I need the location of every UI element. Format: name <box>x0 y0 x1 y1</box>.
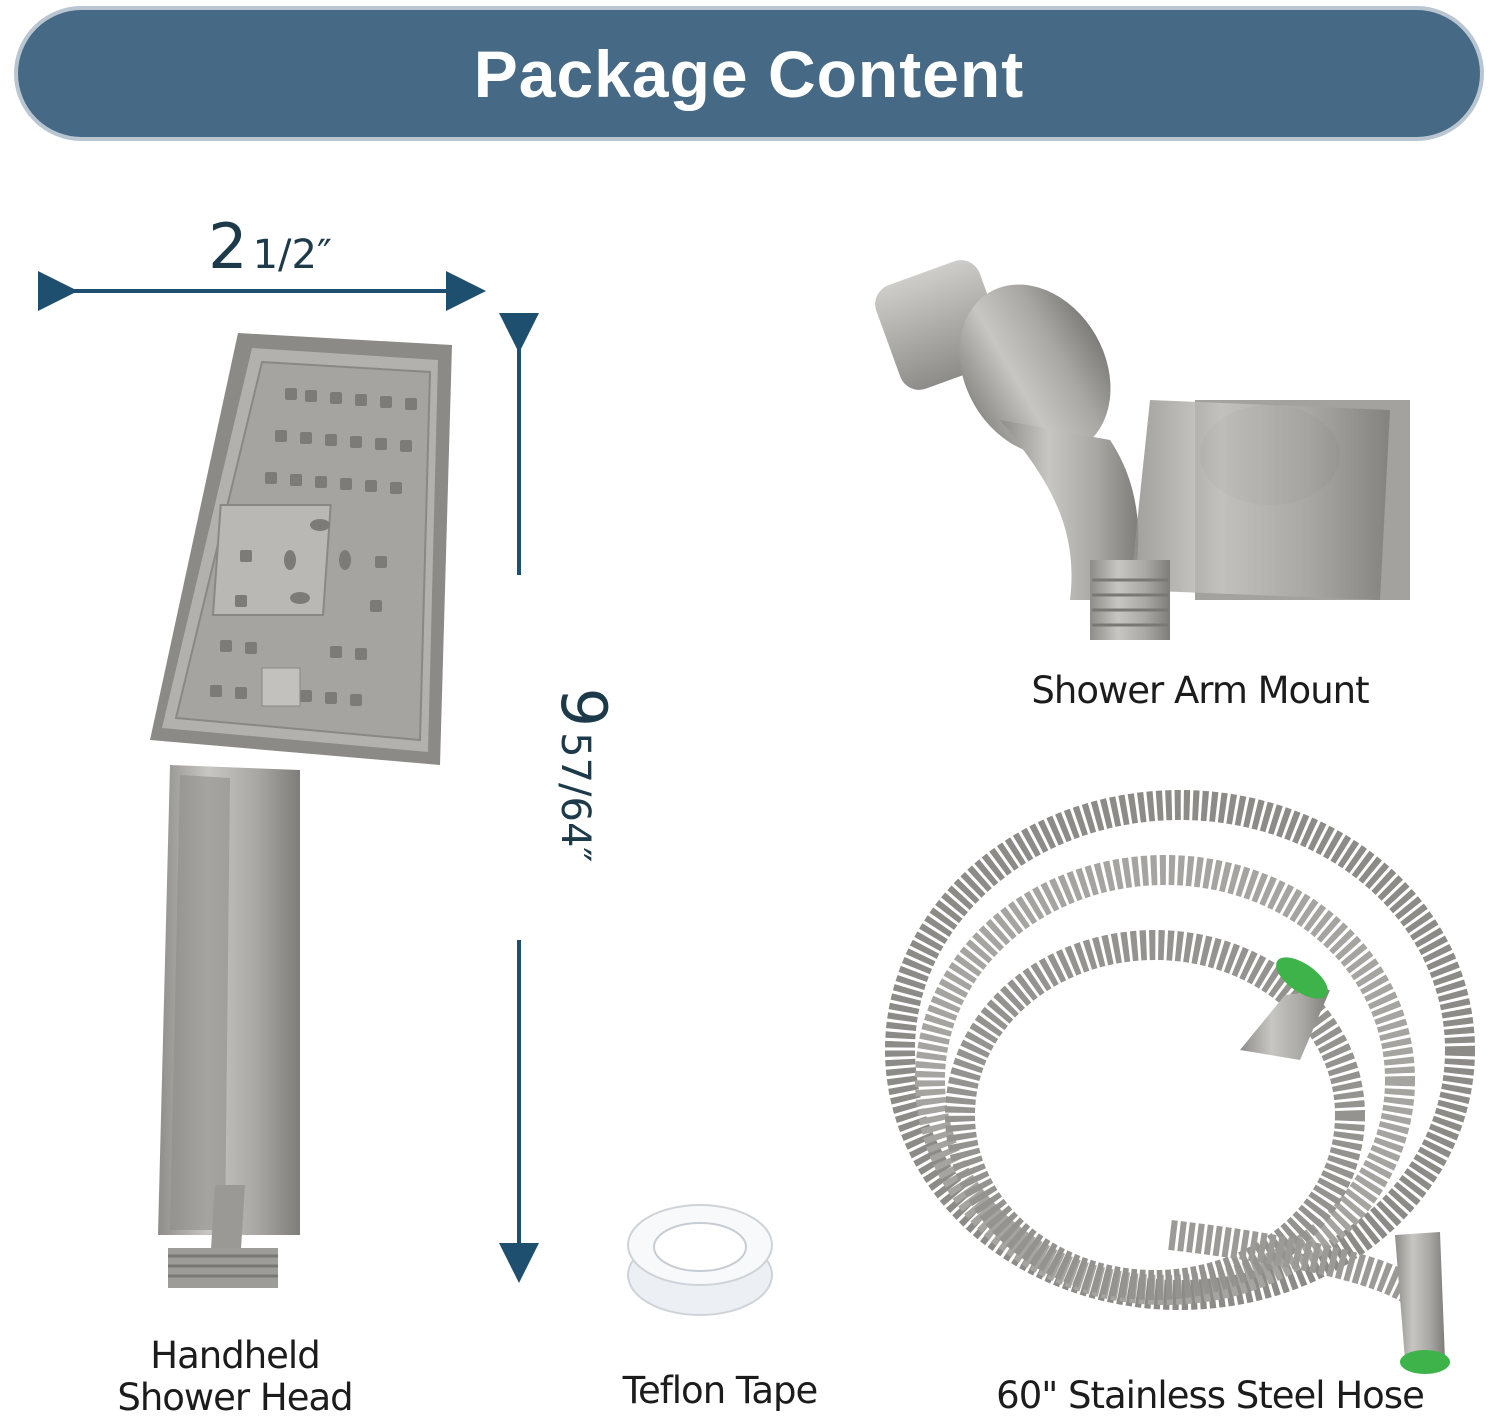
width-whole: 2 <box>208 210 248 283</box>
width-dimension-label: 2 1/2″ <box>60 210 480 283</box>
teflon-tape-image <box>627 1204 773 1316</box>
shower-head-image <box>150 333 452 1288</box>
package-content-banner: Package Content <box>14 6 1484 141</box>
arm-mount-caption: Shower Arm Mount <box>1031 669 1369 712</box>
shower-head-caption-line2: Shower Head <box>117 1376 353 1419</box>
teflon-tape-caption: Teflon Tape <box>622 1369 819 1412</box>
width-fraction: 1/2″ <box>252 232 332 278</box>
hose-caption: 60" Stainless Steel Hose <box>996 1374 1425 1417</box>
shower-head-caption: Handheld Shower Head <box>80 1335 390 1419</box>
shower-head-caption-line1: Handheld <box>150 1334 320 1377</box>
banner-title: Package Content <box>473 36 1025 111</box>
arm-mount-image <box>875 260 1410 640</box>
hose-image <box>885 790 1475 1374</box>
